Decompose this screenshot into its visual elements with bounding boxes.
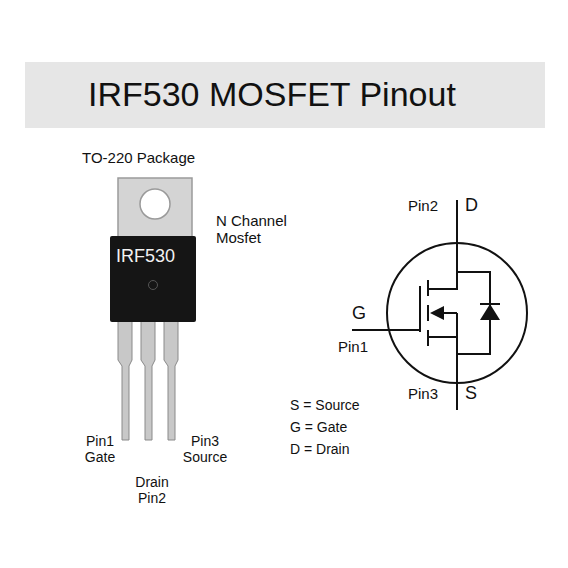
signal-name: G — [352, 303, 366, 324]
pin-label: Pin3 Source — [177, 433, 233, 465]
title: IRF530 MOSFET Pinout — [88, 75, 456, 114]
leads — [118, 320, 178, 440]
key-text: S = Source — [290, 397, 360, 413]
pin-label: Pin1 Gate — [80, 433, 120, 465]
metal-tab — [118, 178, 192, 240]
signal-name: S — [465, 383, 477, 404]
mosfet-symbol — [352, 200, 527, 410]
channel-arrow — [430, 306, 444, 320]
body-diode — [480, 304, 500, 320]
pin-label: Drain Pin2 — [130, 474, 174, 506]
pin-name: Pin3 — [408, 385, 438, 402]
key-text: D = Drain — [290, 441, 350, 457]
signal-name: D — [465, 195, 478, 216]
pin-name: Pin2 — [408, 197, 438, 214]
part-number: IRF530 — [116, 246, 175, 267]
mounting-hole — [140, 189, 170, 219]
pin-name: Pin1 — [338, 338, 368, 355]
type-label: N Channel Mosfet — [216, 212, 312, 247]
package-body: IRF530 — [110, 236, 196, 322]
title-band — [25, 62, 545, 128]
package-label: TO-220 Package — [82, 149, 195, 166]
key-text: G = Gate — [290, 419, 347, 435]
pin1-dot — [148, 280, 158, 290]
